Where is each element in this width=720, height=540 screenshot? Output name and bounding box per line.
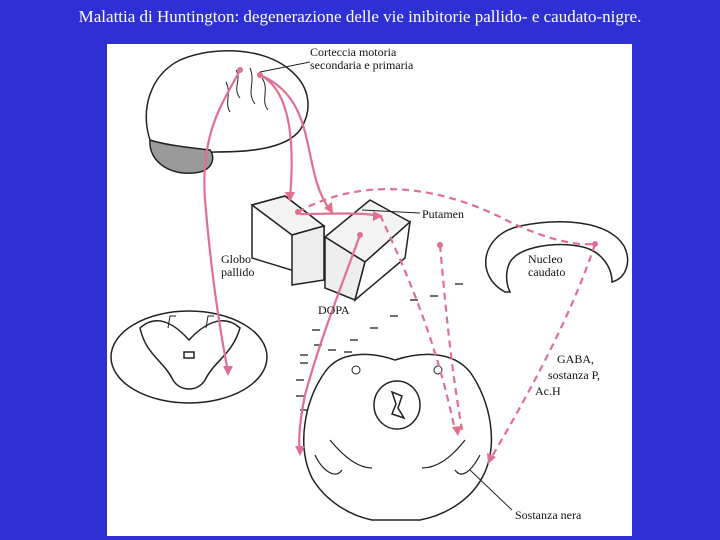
label-putamen: Putamen (422, 207, 464, 221)
label-dopa: DOPA (318, 303, 350, 317)
caudate-shape (485, 221, 629, 293)
brain-illustration (145, 49, 309, 174)
pathways (203, 69, 597, 461)
label-gaba-1: GABA, (557, 352, 595, 366)
arrowheads (223, 192, 496, 464)
corticostriatal-path (259, 74, 293, 199)
label-caudate: Nucleo caudato (528, 252, 566, 279)
slide-title: Malattia di Huntington: degenerazione de… (78, 7, 642, 26)
midbrain (303, 353, 493, 521)
striatum-blocks (250, 195, 412, 303)
label-cortex: Corteccia motoria secondaria e primaria (310, 45, 414, 72)
label-globus-pallidus: Globo pallido (221, 252, 255, 279)
label-substantia-nigra: Sostanza nera (515, 508, 582, 522)
spinal-cord (110, 310, 268, 404)
pathway-dots (237, 67, 598, 248)
leader-lines (259, 61, 513, 511)
corticospinal-path (203, 69, 241, 373)
label-gaba-3: Ac.H (535, 384, 561, 398)
inhibitory-marks (296, 283, 463, 411)
label-gaba-2: sostanza P, (548, 368, 600, 382)
